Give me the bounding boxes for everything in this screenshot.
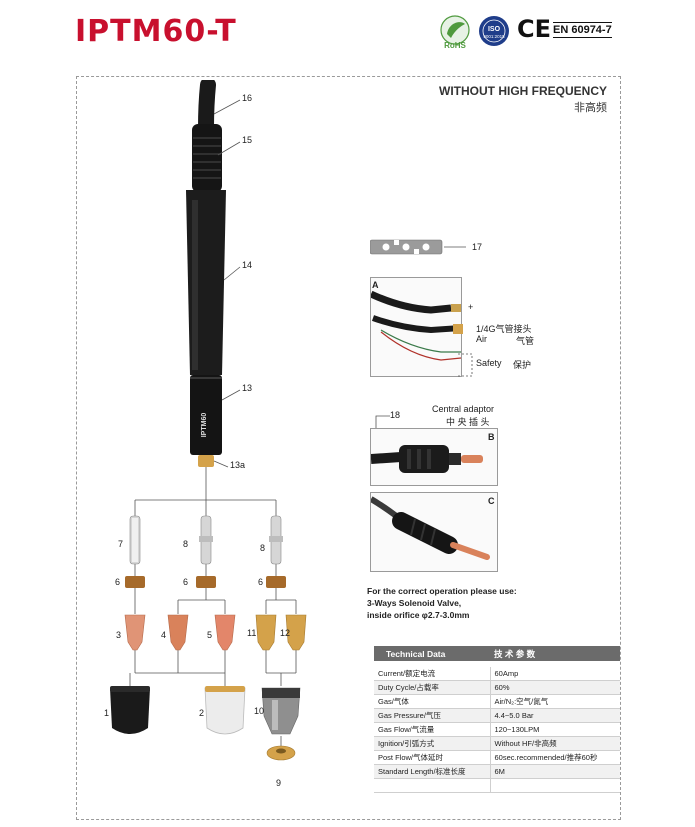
en-standard: EN 60974-7 [553, 22, 612, 38]
note-line-3: inside orifice φ2.7-3.0mm [367, 610, 470, 620]
swirl-ring-6a [125, 576, 145, 588]
panel-b-adaptor [370, 445, 483, 473]
callout-14: 14 [242, 260, 253, 270]
table-row [374, 778, 620, 793]
callout-1: 1 [104, 708, 110, 718]
iso-text: ISO [488, 26, 501, 33]
product-title: IPTM60-T [75, 14, 237, 49]
torch-strain-relief [192, 124, 222, 192]
shield-cap-2 [204, 687, 246, 735]
torch-tip-13a [198, 455, 214, 467]
nozzle-5 [214, 614, 236, 651]
nozzle-12 [285, 614, 307, 651]
section-title-cn: 非高频 [574, 102, 607, 114]
strain-relief-ribs [193, 137, 221, 179]
callout-6a: 6 [115, 577, 121, 587]
swirl-ring-6b [196, 576, 216, 588]
tree-lines [129, 480, 297, 746]
content-frame [76, 76, 621, 820]
spanner-17 [370, 239, 466, 255]
nozzle-4 [167, 614, 189, 651]
callout-17: 17 [472, 242, 483, 252]
panel-a-cables [369, 290, 463, 361]
callout-11: 11 [247, 628, 257, 638]
swirl-ring-6c [266, 576, 286, 588]
electrode-8a [199, 515, 213, 565]
torch-brand-label: IPTM60 [201, 413, 208, 438]
note-line-2: 3-Ways Solenoid Valve, [367, 598, 462, 608]
panel-c-photo [369, 492, 498, 572]
torch-cable [198, 80, 216, 136]
ce-mark: CE [517, 15, 552, 43]
consumables-diagram [110, 480, 307, 761]
callout-16: 16 [242, 93, 253, 103]
callout-3: 3 [116, 630, 122, 640]
iso-logo: ISO 9001:2015 [477, 14, 511, 53]
nozzle-11 [255, 614, 277, 651]
panel-a-fitting: 1/4G气管接头 [476, 324, 532, 334]
callout-18-leader [375, 415, 390, 430]
callout-4: 4 [161, 630, 167, 640]
handle-highlight [192, 200, 198, 370]
nozzle-3 [124, 614, 146, 651]
callout-12: 12 [280, 628, 291, 638]
shield-cap-1 [110, 688, 150, 734]
central-adaptor-cn: 中 央 插 头 [446, 417, 490, 427]
torch-drawing: IPTM60 [186, 80, 241, 480]
callout-5: 5 [207, 630, 213, 640]
panel-a-plus: + [468, 302, 474, 312]
panel-b-photo [370, 428, 498, 486]
section-title-en: WITHOUT HIGH FREQUENCY [439, 84, 607, 98]
callout-2: 2 [199, 708, 205, 718]
callout-18: 18 [390, 410, 401, 420]
panel-b-label: B [488, 432, 495, 442]
panel-a-label: A [372, 280, 379, 290]
panel-a-air-cn: 气管 [516, 336, 535, 346]
panel-a-air: Air [476, 334, 487, 344]
panel-a-photo [369, 277, 463, 377]
callout-8b: 8 [260, 543, 266, 553]
callout-13a: 13a [230, 460, 246, 470]
callout-10: 10 [254, 706, 265, 716]
rohs-text: RoHS [444, 41, 466, 50]
panel-c-label: C [488, 496, 495, 506]
callout-8a: 8 [183, 539, 189, 549]
rohs-logo: RoHS [435, 14, 475, 55]
callout-13: 13 [242, 383, 253, 393]
callout-15: 15 [242, 135, 253, 145]
table-header-row: Technical Data 技 术 参 数 [374, 646, 620, 661]
safety-bracket [458, 353, 473, 377]
callout-6b: 6 [183, 577, 189, 587]
panel-a-safety-cn: 保护 [513, 360, 532, 370]
operation-note: For the correct operation please use: 3-… [367, 585, 517, 621]
callout-7: 7 [118, 539, 124, 549]
callout-9: 9 [276, 778, 282, 788]
central-adaptor-en: Central adaptor [432, 404, 495, 414]
iso-sub-text: 9001:2015 [483, 34, 505, 39]
torch-head [190, 375, 222, 455]
table-head-en: Technical Data [374, 646, 490, 661]
table-head-cn: 技 术 参 数 [490, 646, 620, 661]
note-line-1: For the correct operation please use: [367, 586, 517, 596]
panel-c-adaptor [369, 496, 490, 560]
callout-6c: 6 [258, 577, 264, 587]
electrode-8b [269, 515, 283, 565]
electrode-7 [129, 515, 141, 565]
panel-a-safety: Safety [476, 358, 502, 368]
section-header: WITHOUT HIGH FREQUENCY 非高频 [390, 84, 607, 115]
